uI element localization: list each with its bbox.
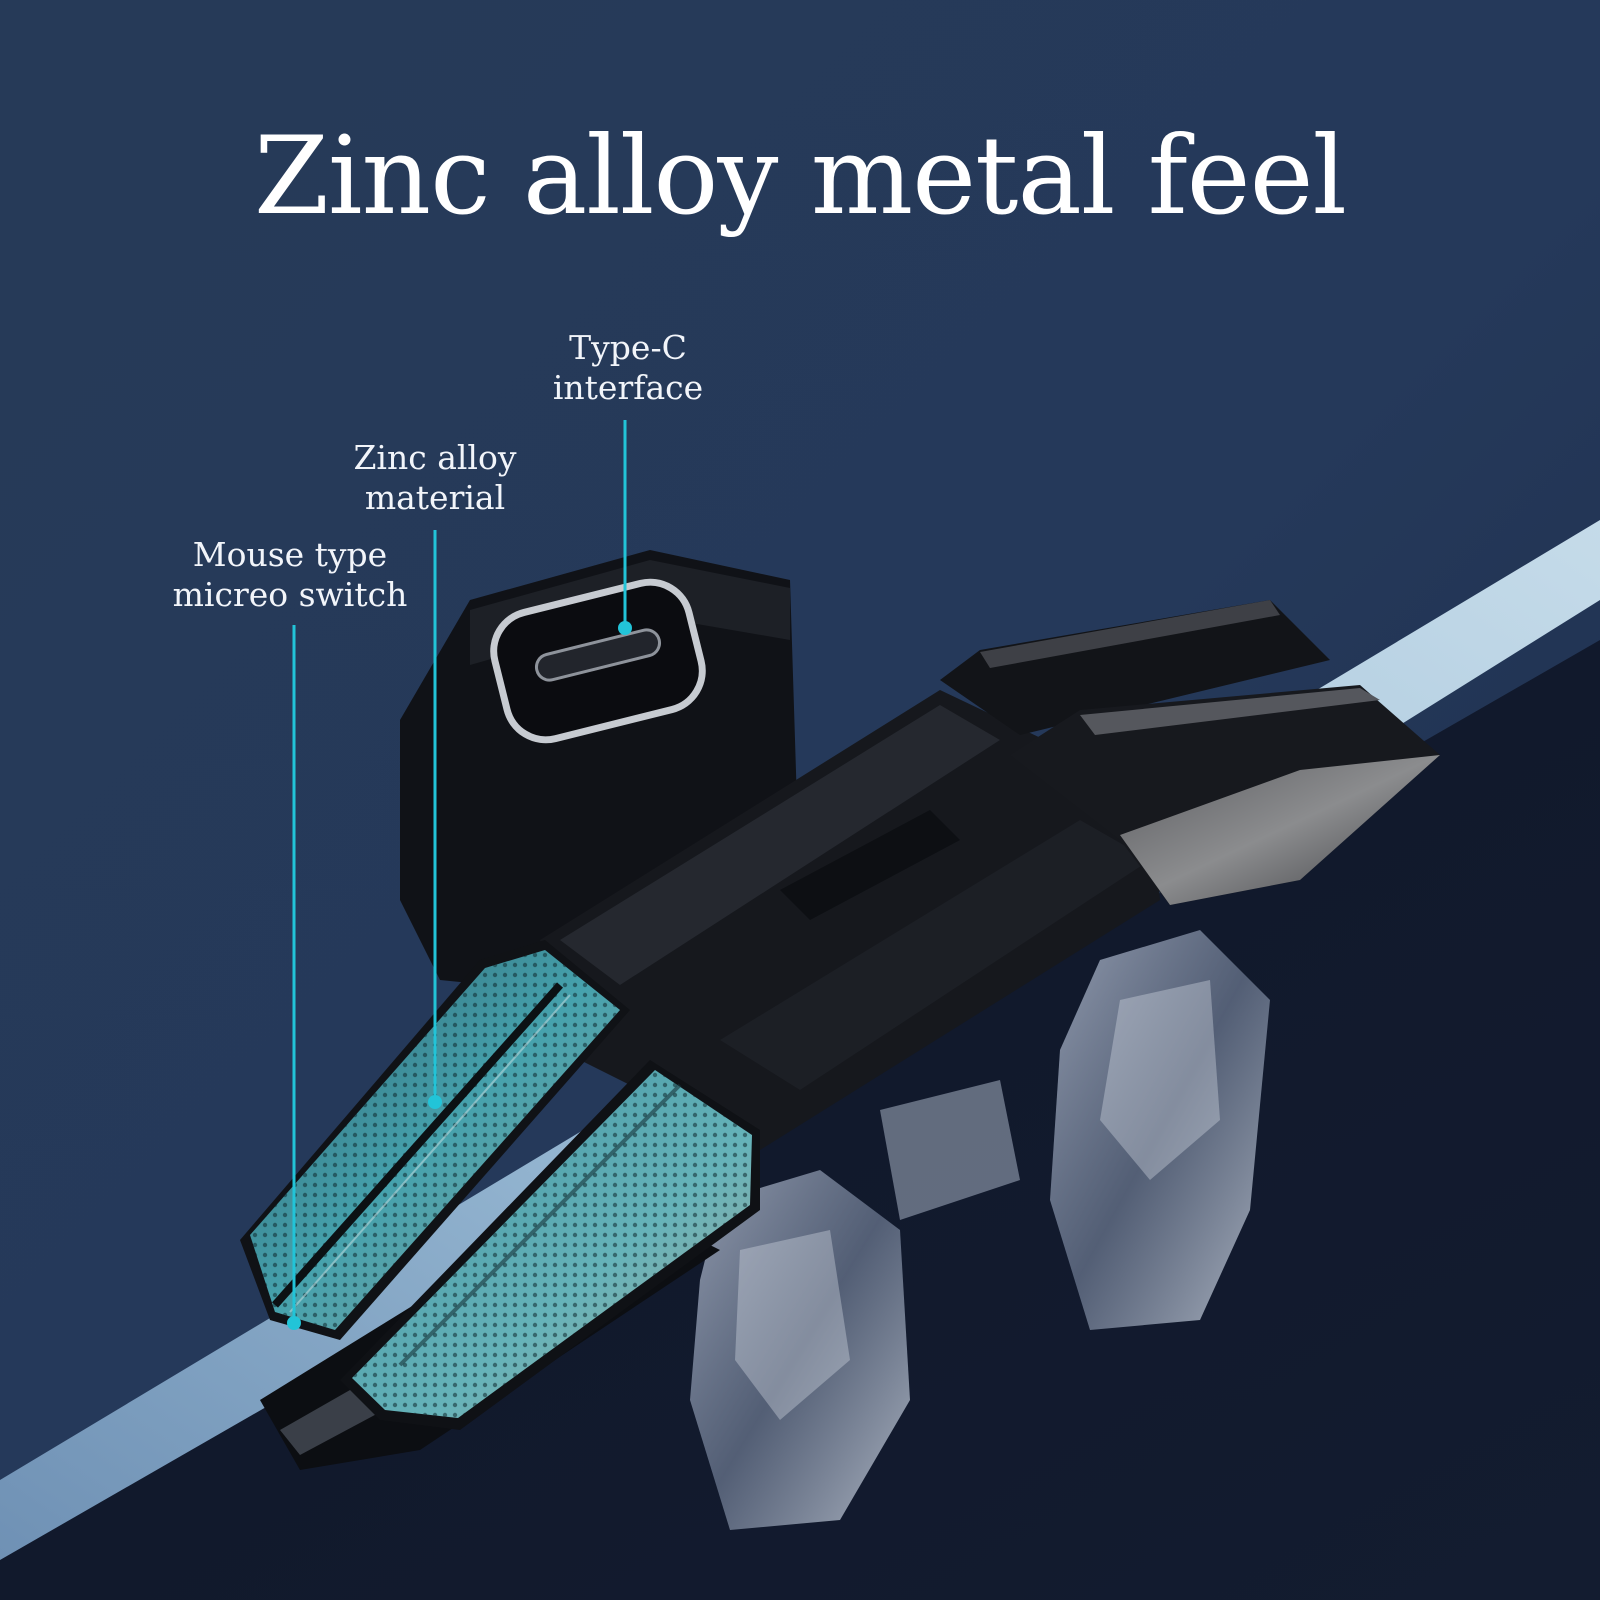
callout-mouse-label: Mouse type micreo switch bbox=[160, 535, 420, 615]
callout-typec-line1: Type-C bbox=[569, 328, 687, 367]
callout-zinc-label: Zinc alloy material bbox=[330, 438, 540, 518]
headline: Zinc alloy metal feel bbox=[253, 114, 1347, 239]
callout-mouse-line1: Mouse type bbox=[192, 535, 388, 574]
callout-zinc-line1: Zinc alloy bbox=[353, 438, 517, 477]
callout-typec-label: Type-C interface bbox=[528, 328, 728, 408]
callout-typec-line2: interface bbox=[552, 368, 704, 407]
callout-mouse-line2: micreo switch bbox=[172, 575, 408, 614]
callout-lines bbox=[287, 420, 632, 1330]
callout-zinc-line2: material bbox=[364, 478, 506, 517]
